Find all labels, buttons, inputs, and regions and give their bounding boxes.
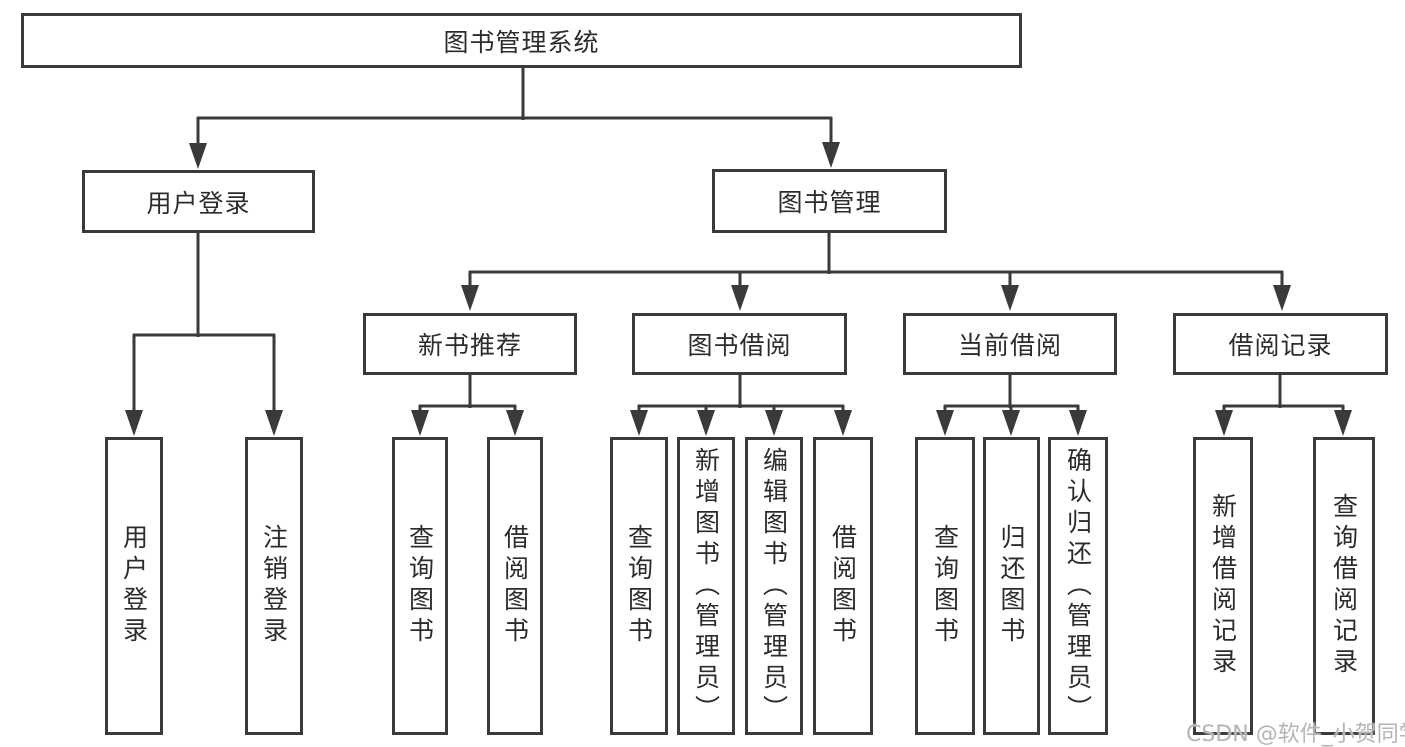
node-book-borrowing: 图书借阅 — [632, 313, 847, 375]
leaf-user-login-label: 用户登录 — [119, 524, 149, 648]
node-book-borrowing-label: 图书借阅 — [687, 331, 792, 360]
leaf-bb-query-books: 查询图书 — [610, 437, 668, 735]
leaf-cb-return-books-label: 归还图书 — [997, 524, 1026, 648]
node-borrowing-records-label: 借阅记录 — [1228, 331, 1333, 360]
node-user-login-label: 用户登录 — [146, 188, 251, 218]
leaf-bb-edit-books-admin: 编辑图书（管理员） — [745, 437, 803, 735]
leaf-cb-return-books: 归还图书 — [983, 437, 1040, 735]
node-current-borrowing-label: 当前借阅 — [957, 331, 1062, 360]
leaf-br-add-record-label: 新增借阅记录 — [1208, 493, 1238, 679]
csdn-watermark: CSDN @软件_小贺同学 — [1186, 722, 1405, 747]
leaf-nbr-borrow-books-label: 借阅图书 — [500, 524, 530, 648]
leaf-user-login: 用户登录 — [105, 437, 163, 735]
leaf-bb-borrow-books-label: 借阅图书 — [828, 524, 858, 648]
leaf-bb-borrow-books: 借阅图书 — [813, 437, 873, 735]
node-book-management-label: 图书管理 — [777, 188, 882, 217]
node-new-book-recommend-label: 新书推荐 — [417, 331, 522, 360]
leaf-br-query-record-label: 查询借阅记录 — [1329, 493, 1359, 679]
node-borrowing-records: 借阅记录 — [1173, 313, 1388, 375]
leaf-nbr-query-books: 查询图书 — [392, 437, 448, 735]
leaf-cb-query-books: 查询图书 — [915, 437, 975, 735]
leaf-logout-label: 注销登录 — [259, 524, 289, 648]
leaf-br-add-record: 新增借阅记录 — [1193, 437, 1253, 735]
node-root-label: 图书管理系统 — [443, 27, 600, 57]
node-user-login: 用户登录 — [82, 170, 315, 233]
leaf-cb-confirm-return-admin-label: 确认归还（管理员） — [1063, 446, 1093, 726]
leaf-logout: 注销登录 — [245, 437, 303, 735]
leaf-cb-query-books-label: 查询图书 — [930, 524, 960, 648]
leaf-nbr-borrow-books: 借阅图书 — [487, 437, 543, 735]
node-book-management: 图书管理 — [712, 169, 947, 233]
leaf-bb-edit-books-admin-label: 编辑图书（管理员） — [759, 446, 789, 726]
leaf-cb-confirm-return-admin: 确认归还（管理员） — [1048, 437, 1108, 735]
node-root: 图书管理系统 — [21, 13, 1022, 68]
node-new-book-recommend: 新书推荐 — [363, 313, 577, 375]
leaf-bb-add-books-admin-label: 新增图书（管理员） — [691, 446, 721, 726]
leaf-bb-add-books-admin: 新增图书（管理员） — [677, 437, 735, 735]
leaf-bb-query-books-label: 查询图书 — [624, 524, 654, 648]
node-current-borrowing: 当前借阅 — [903, 313, 1117, 375]
leaf-nbr-query-books-label: 查询图书 — [405, 524, 435, 648]
leaf-br-query-record: 查询借阅记录 — [1313, 437, 1375, 735]
